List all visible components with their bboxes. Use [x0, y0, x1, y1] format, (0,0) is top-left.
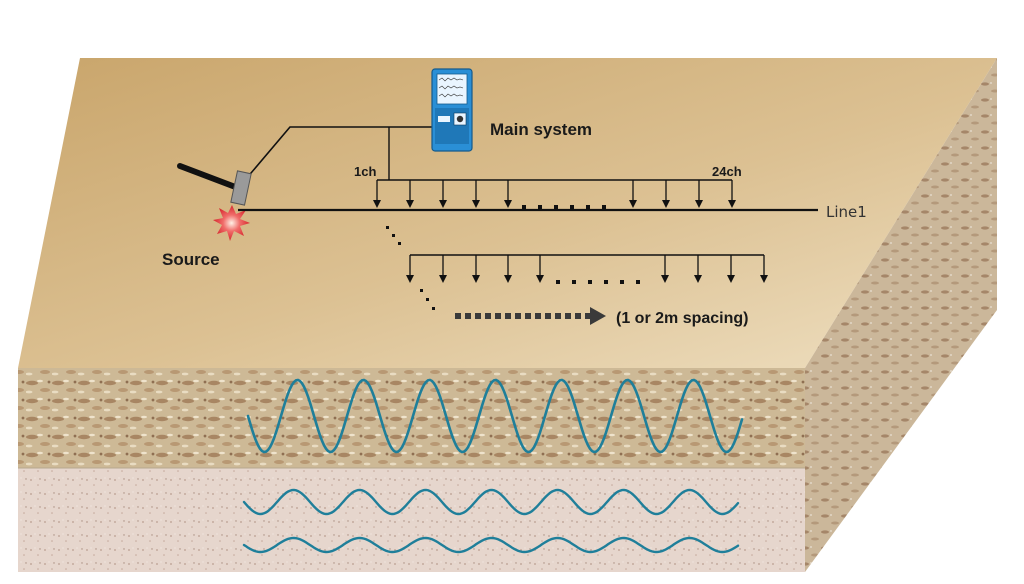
- right-side-shade: [805, 58, 997, 572]
- row1-gap-dot: [586, 205, 590, 209]
- row2-geophone-arrow: [504, 275, 512, 283]
- row1-gap-dot: [602, 205, 606, 209]
- row1-gap-dot: [554, 205, 558, 209]
- row1-geophone-arrow: [504, 200, 512, 208]
- row2-geophone-arrow: [472, 275, 480, 283]
- lower-layer-wave-2: [242, 536, 740, 554]
- last-channel-label: 24ch: [712, 164, 742, 179]
- row1-gap-dot: [570, 205, 574, 209]
- main-system-label: Main system: [490, 120, 592, 139]
- row1-gap-dot: [538, 205, 542, 209]
- spacing-arrow-head: [590, 307, 606, 325]
- geophone-row-1: [373, 180, 736, 209]
- hammer-icon: [177, 163, 252, 206]
- geophone-row-2: [406, 255, 768, 284]
- row2-geophone-arrow: [727, 275, 735, 283]
- row2-gap-dot: [636, 280, 640, 284]
- row2-geophone-arrow: [760, 275, 768, 283]
- shift-dots-1: [386, 226, 401, 245]
- row1-geophone-arrow: [662, 200, 670, 208]
- row1-gap-dot: [522, 205, 526, 209]
- row2-gap-dot: [572, 280, 576, 284]
- source-label: Source: [162, 250, 220, 269]
- row1-geophone-arrow: [695, 200, 703, 208]
- row2-gap-dot: [604, 280, 608, 284]
- row2-gap-dot: [588, 280, 592, 284]
- right-side-face: [805, 58, 997, 572]
- row2-geophone-arrow: [694, 275, 702, 283]
- first-channel-label: 1ch: [354, 164, 376, 179]
- row1-geophone-arrow: [472, 200, 480, 208]
- row1-geophone-arrow: [373, 200, 381, 208]
- lower-soil-layer: [18, 468, 805, 572]
- row2-geophone-arrow: [661, 275, 669, 283]
- row2-geophone-arrow: [439, 275, 447, 283]
- source-burst-icon: [213, 205, 250, 241]
- row1-geophone-arrow: [629, 200, 637, 208]
- row2-geophone-arrow: [406, 275, 414, 283]
- spacing-label: (1 or 2m spacing): [616, 310, 748, 327]
- trigger-cable: [239, 126, 435, 187]
- row2-geophone-arrow: [536, 275, 544, 283]
- row2-gap-dot: [620, 280, 624, 284]
- row2-gap-dot: [556, 280, 560, 284]
- row1-geophone-arrow: [728, 200, 736, 208]
- shift-dots-2: [420, 289, 435, 310]
- seismic-waves: [242, 378, 744, 554]
- line-1-label: Line1: [826, 203, 867, 221]
- row1-geophone-arrow: [406, 200, 414, 208]
- ground-surface: [18, 58, 997, 368]
- lower-layer-wave-1: [242, 488, 740, 516]
- main-system-device: [431, 68, 473, 152]
- row1-geophone-arrow: [439, 200, 447, 208]
- upper-layer-wave: [246, 378, 744, 454]
